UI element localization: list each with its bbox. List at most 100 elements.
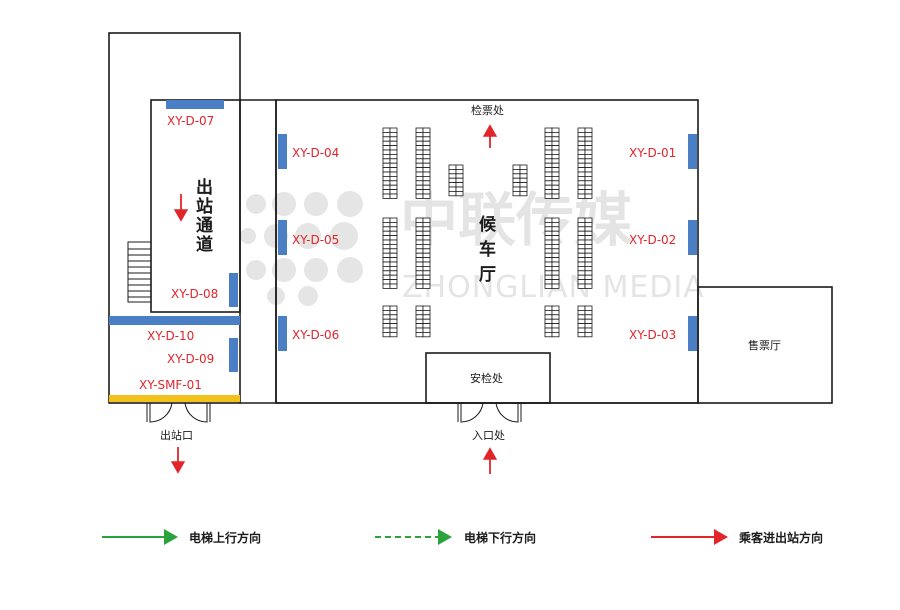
seat — [415, 136, 424, 142]
seat — [422, 323, 431, 329]
seat — [422, 127, 431, 133]
seat — [551, 257, 560, 263]
seat — [512, 173, 521, 179]
seat — [389, 162, 398, 168]
seat — [422, 283, 431, 289]
ad-panel-d07 — [166, 100, 224, 109]
seat — [415, 145, 424, 151]
seat — [577, 171, 586, 177]
seat — [584, 149, 593, 155]
seat — [584, 323, 593, 329]
seat — [382, 167, 391, 173]
seat — [422, 226, 431, 232]
seat — [577, 153, 586, 160]
seat — [544, 305, 553, 311]
seat-block — [415, 127, 431, 199]
seat — [389, 309, 398, 316]
seat — [584, 131, 593, 138]
seat — [382, 283, 391, 289]
seat — [448, 186, 457, 192]
legend-escalator-down-label: 电梯下行方向 — [464, 530, 536, 545]
staircase — [127, 241, 152, 303]
seat — [551, 153, 560, 160]
ad-panel-d02 — [688, 220, 697, 255]
seat — [544, 314, 553, 320]
seat — [455, 182, 464, 188]
legend: 电梯上行方向 电梯下行方向 乘客进出站方向 — [102, 529, 823, 545]
seat — [512, 190, 521, 197]
seat — [382, 309, 391, 316]
seat — [422, 184, 431, 190]
waiting-seats — [382, 127, 593, 338]
seat — [551, 189, 560, 195]
seat — [422, 309, 431, 316]
seat — [455, 164, 464, 170]
exit-label: 出站口 — [160, 428, 193, 442]
ad-label-d08: XY-D-08 — [171, 287, 218, 301]
seat — [544, 226, 553, 232]
seat — [382, 162, 391, 168]
seat — [584, 331, 593, 338]
seat-block — [577, 127, 593, 199]
seat — [512, 168, 521, 175]
seat — [389, 248, 398, 254]
seat — [577, 318, 586, 325]
ad-label-d03: XY-D-03 — [629, 328, 676, 342]
watermark-logo-dots — [240, 191, 363, 306]
seat — [422, 239, 431, 245]
seat — [577, 323, 586, 329]
seat — [519, 173, 528, 179]
seat — [415, 252, 424, 258]
seat — [422, 171, 431, 177]
seat — [519, 186, 528, 192]
seat — [415, 158, 424, 164]
seat — [551, 136, 560, 142]
seat — [389, 149, 398, 155]
seat — [577, 226, 586, 232]
seat — [544, 131, 553, 138]
ad-panel-d01 — [688, 134, 697, 169]
seat — [422, 153, 431, 160]
seat — [389, 189, 398, 195]
seat — [551, 127, 560, 133]
seat — [382, 131, 391, 138]
seat — [577, 184, 586, 190]
seat — [551, 265, 560, 272]
seat — [422, 318, 431, 325]
seat — [584, 279, 593, 285]
seat — [415, 283, 424, 289]
seat — [544, 221, 553, 228]
seat — [519, 177, 528, 183]
seat — [422, 217, 431, 223]
seat — [584, 226, 593, 232]
seat — [382, 184, 391, 190]
seat — [551, 309, 560, 316]
seat — [551, 180, 560, 186]
exit-door — [146, 402, 211, 423]
seat — [544, 248, 553, 254]
seat — [389, 221, 398, 228]
ad-panel-d04 — [278, 134, 287, 169]
seat — [382, 239, 391, 245]
seat — [551, 184, 560, 190]
ad-panel-d03 — [688, 316, 697, 351]
seat — [382, 221, 391, 228]
seat — [389, 274, 398, 281]
seat — [577, 279, 586, 285]
seat — [448, 177, 457, 183]
seat — [382, 180, 391, 186]
seat — [584, 314, 593, 320]
seat — [551, 279, 560, 285]
seat — [544, 230, 553, 236]
seat — [551, 226, 560, 232]
seat — [415, 184, 424, 190]
seat — [551, 171, 560, 177]
seat — [415, 235, 424, 241]
ad-panel-d08 — [229, 273, 238, 307]
ad-panel-d10 — [109, 316, 240, 325]
seat — [422, 314, 431, 320]
seat — [389, 257, 398, 263]
seat — [577, 248, 586, 254]
seat — [544, 323, 553, 329]
seat — [551, 323, 560, 329]
